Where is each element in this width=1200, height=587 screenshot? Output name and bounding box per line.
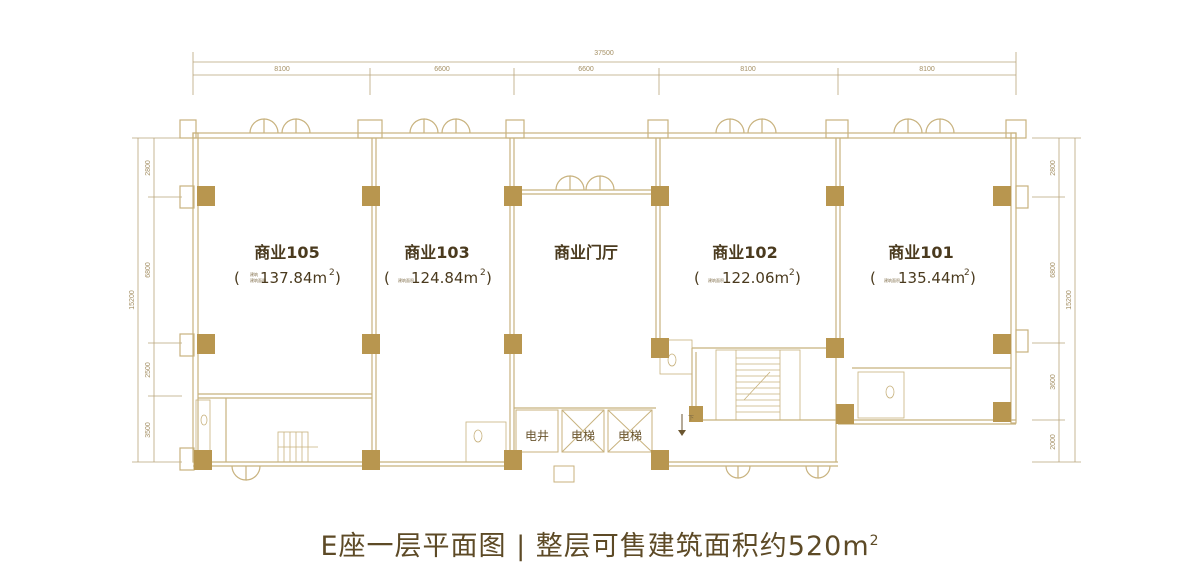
room-lobby-name: 商业门厅 <box>554 243 618 262</box>
dim-left-3: 2500 <box>145 362 152 378</box>
room-105-area-sup: 2 <box>329 268 335 278</box>
dim-top-1: 8100 <box>274 66 290 73</box>
room-105: 商业105 ( 建筑 建筑面积 137.84m 2 ) <box>234 243 341 287</box>
dim-right-1: 2800 <box>1050 160 1057 176</box>
dim-right-3: 3600 <box>1050 374 1057 390</box>
room-105-area: 137.84m <box>260 269 327 287</box>
room-101: 商业101 ( 建筑面积 135.44m 2 ) <box>870 243 976 287</box>
dim-left-total: 15200 <box>129 290 136 310</box>
room-102-area-sup: 2 <box>789 268 795 278</box>
svg-text:): ) <box>970 269 976 287</box>
entrance-doors <box>231 118 955 481</box>
right-dimension-lines <box>1032 137 1081 463</box>
structural-columns <box>194 186 1011 470</box>
room-103-name: 商业103 <box>404 243 469 262</box>
left-dimension-lines <box>132 137 182 463</box>
top-dimension-lines <box>192 52 1017 95</box>
plan-caption: E座一层平面图 | 整层可售建筑面积约520m2 <box>0 524 1200 563</box>
caption-separator: | <box>516 531 527 562</box>
room-103-area: 124.84m <box>411 269 478 287</box>
room-105-tag: 建筑面积 <box>250 277 266 283</box>
plan-title: E座一层平面图 <box>320 531 507 562</box>
room-101-tag: 建筑面积 <box>884 277 900 283</box>
svg-text:): ) <box>795 269 801 287</box>
elevator-1-label: 电梯 <box>571 429 595 443</box>
room-101-area-sup: 2 <box>964 268 970 278</box>
room-103: 商业103 ( 建筑面积 124.84m 2 ) <box>384 243 492 287</box>
dim-top-3: 6600 <box>578 66 594 73</box>
plan-summary-sup: 2 <box>869 533 880 549</box>
room-103-area-sup: 2 <box>480 268 486 278</box>
dim-top-2: 6600 <box>434 66 450 73</box>
plan-summary: 整层可售建筑面积约520m <box>535 531 870 562</box>
room-102-area: 122.06m <box>722 269 789 287</box>
room-lobby: 商业门厅 <box>554 243 618 262</box>
elevator-2-label: 电梯 <box>618 429 642 443</box>
dim-right-4: 2000 <box>1050 434 1057 450</box>
stair-left <box>277 431 318 463</box>
svg-text:(: ( <box>694 269 700 287</box>
room-103-tag: 建筑面积 <box>398 277 414 283</box>
room-102-tag: 建筑面积 <box>708 277 724 283</box>
svg-text:(: ( <box>384 269 390 287</box>
dim-right-total: 15200 <box>1066 290 1073 310</box>
svg-text:(: ( <box>870 269 876 287</box>
stair-core <box>715 349 801 421</box>
room-101-area: 135.44m <box>898 269 965 287</box>
dim-top-5: 8100 <box>919 66 935 73</box>
svg-text:): ) <box>335 269 341 287</box>
svg-text:(: ( <box>234 269 240 287</box>
dim-top-4: 8100 <box>740 66 756 73</box>
dim-right-2: 6800 <box>1050 262 1057 278</box>
room-105-paren-close: ) <box>335 269 341 287</box>
electric-shaft-label: 电井 <box>525 429 549 443</box>
room-101-name: 商业101 <box>888 243 953 262</box>
dim-left-4: 3500 <box>145 422 152 438</box>
svg-text:): ) <box>486 269 492 287</box>
wall-pilasters <box>179 119 1029 471</box>
room-102-name: 商业102 <box>712 243 777 262</box>
dim-left-2: 6800 <box>145 262 152 278</box>
room-105-name: 商业105 <box>254 243 319 262</box>
dim-total-top: 37500 <box>594 50 614 57</box>
stair-down-arrow: 下 <box>678 414 694 436</box>
elevator-block <box>515 409 653 483</box>
room-102: 商业102 ( 建筑面积 122.06m 2 ) <box>694 243 801 287</box>
dim-left-1: 2800 <box>145 160 152 176</box>
room-105-paren-open: ( <box>234 269 240 287</box>
stair-down-label: 下 <box>688 415 694 422</box>
room-105-tag-a: 建筑 <box>250 271 258 277</box>
